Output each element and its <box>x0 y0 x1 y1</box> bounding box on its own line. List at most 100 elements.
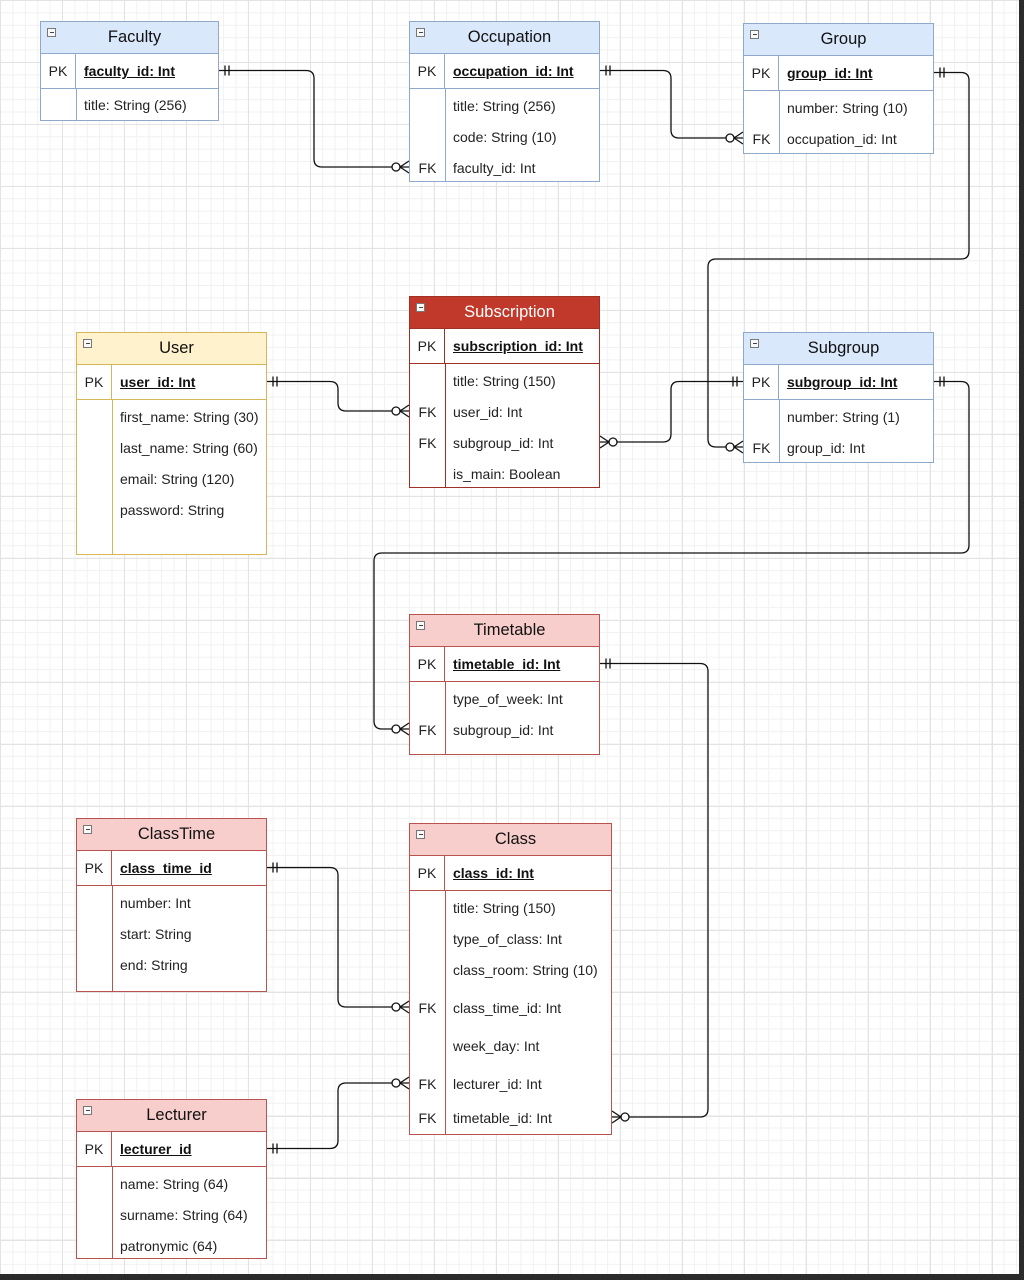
field-row[interactable]: email: String (120) <box>77 467 266 491</box>
collapse-icon[interactable] <box>416 303 425 312</box>
field-name: number: String (1) <box>787 409 900 425</box>
field-name: class_time_id: Int <box>453 1000 562 1016</box>
field-row[interactable]: patronymic (64) <box>77 1234 266 1258</box>
field-row[interactable]: title: String (256) <box>41 93 218 117</box>
key-label: FK <box>418 1076 437 1092</box>
entity-header[interactable]: User <box>77 333 266 365</box>
field-name: faculty_id: Int <box>453 160 536 176</box>
zero-marker <box>725 442 735 452</box>
relationship-edge <box>600 662 709 1118</box>
field-row[interactable]: surname: String (64) <box>77 1203 266 1227</box>
field-row[interactable]: type_of_class: Int <box>410 927 611 951</box>
window-edge-right <box>1019 0 1024 1280</box>
collapse-icon[interactable] <box>416 28 425 37</box>
field-row[interactable]: number: Int <box>77 891 266 915</box>
entity-header[interactable]: Group <box>744 24 933 56</box>
collapse-icon[interactable] <box>83 825 92 834</box>
entity-header[interactable]: Faculty <box>41 22 218 54</box>
collapse-icon[interactable] <box>83 339 92 348</box>
entity-header[interactable]: Subscription <box>410 297 599 329</box>
field-row[interactable]: name: String (64) <box>77 1172 266 1196</box>
many-marker <box>733 446 744 454</box>
field-row[interactable]: first_name: String (30) <box>77 405 266 429</box>
field-row[interactable]: number: String (10) <box>744 96 933 120</box>
field-row[interactable]: end: String <box>77 953 266 977</box>
many-marker <box>733 440 744 448</box>
field-row[interactable]: start: String <box>77 922 266 946</box>
field-row[interactable]: FK timetable_id: Int <box>410 1106 611 1130</box>
entity-fields: first_name: String (30) last_name: String… <box>77 400 266 554</box>
field-name: first_name: String (30) <box>120 409 259 425</box>
field-row[interactable]: last_name: String (60) <box>77 436 266 460</box>
collapse-icon[interactable] <box>750 30 759 39</box>
field-row[interactable]: number: String (1) <box>744 405 933 429</box>
collapse-icon[interactable] <box>47 28 56 37</box>
collapse-icon[interactable] <box>416 830 425 839</box>
field-name: code: String (10) <box>453 129 557 145</box>
zero-marker <box>391 162 401 172</box>
key-label: PK <box>77 1132 112 1166</box>
field-row[interactable]: code: String (10) <box>410 125 599 149</box>
field-row[interactable]: title: String (256) <box>410 94 599 118</box>
key-label: FK <box>752 440 771 456</box>
collapse-icon[interactable] <box>750 339 759 348</box>
field-row[interactable]: title: String (150) <box>410 369 599 393</box>
zero-marker <box>391 1002 401 1012</box>
collapse-icon[interactable] <box>83 1106 92 1115</box>
zero-marker <box>391 724 401 734</box>
key-label: FK <box>418 1110 437 1126</box>
field-name: email: String (120) <box>120 471 235 487</box>
field-row[interactable]: is_main: Boolean <box>410 462 599 486</box>
entity-header[interactable]: Class <box>410 824 611 856</box>
field-row[interactable]: class_room: String (10) <box>410 958 611 982</box>
entity-header[interactable]: Lecturer <box>77 1100 266 1132</box>
field-row[interactable]: FK faculty_id: Int <box>410 156 599 180</box>
entity-fields: title: String (256) <box>41 89 218 120</box>
zero-marker <box>608 437 618 447</box>
field-row[interactable]: week_day: Int <box>410 1034 611 1058</box>
field-name: start: String <box>120 926 192 942</box>
entity-header[interactable]: Timetable <box>410 615 599 647</box>
many-marker <box>399 410 410 418</box>
field-row[interactable]: title: String (150) <box>410 896 611 920</box>
key-label: FK <box>418 160 437 176</box>
field-row[interactable]: type_of_week: Int <box>410 687 599 711</box>
field-name: timetable_id: Int <box>453 1110 552 1126</box>
field-name: week_day: Int <box>453 1038 540 1054</box>
entity-header[interactable]: ClassTime <box>77 819 266 851</box>
field-row[interactable]: password: String <box>77 498 266 522</box>
field-name: subgroup_id: Int <box>453 435 554 451</box>
collapse-icon[interactable] <box>416 621 425 630</box>
entity-header[interactable]: Subgroup <box>744 333 933 365</box>
entity-header[interactable]: Occupation <box>410 22 599 54</box>
